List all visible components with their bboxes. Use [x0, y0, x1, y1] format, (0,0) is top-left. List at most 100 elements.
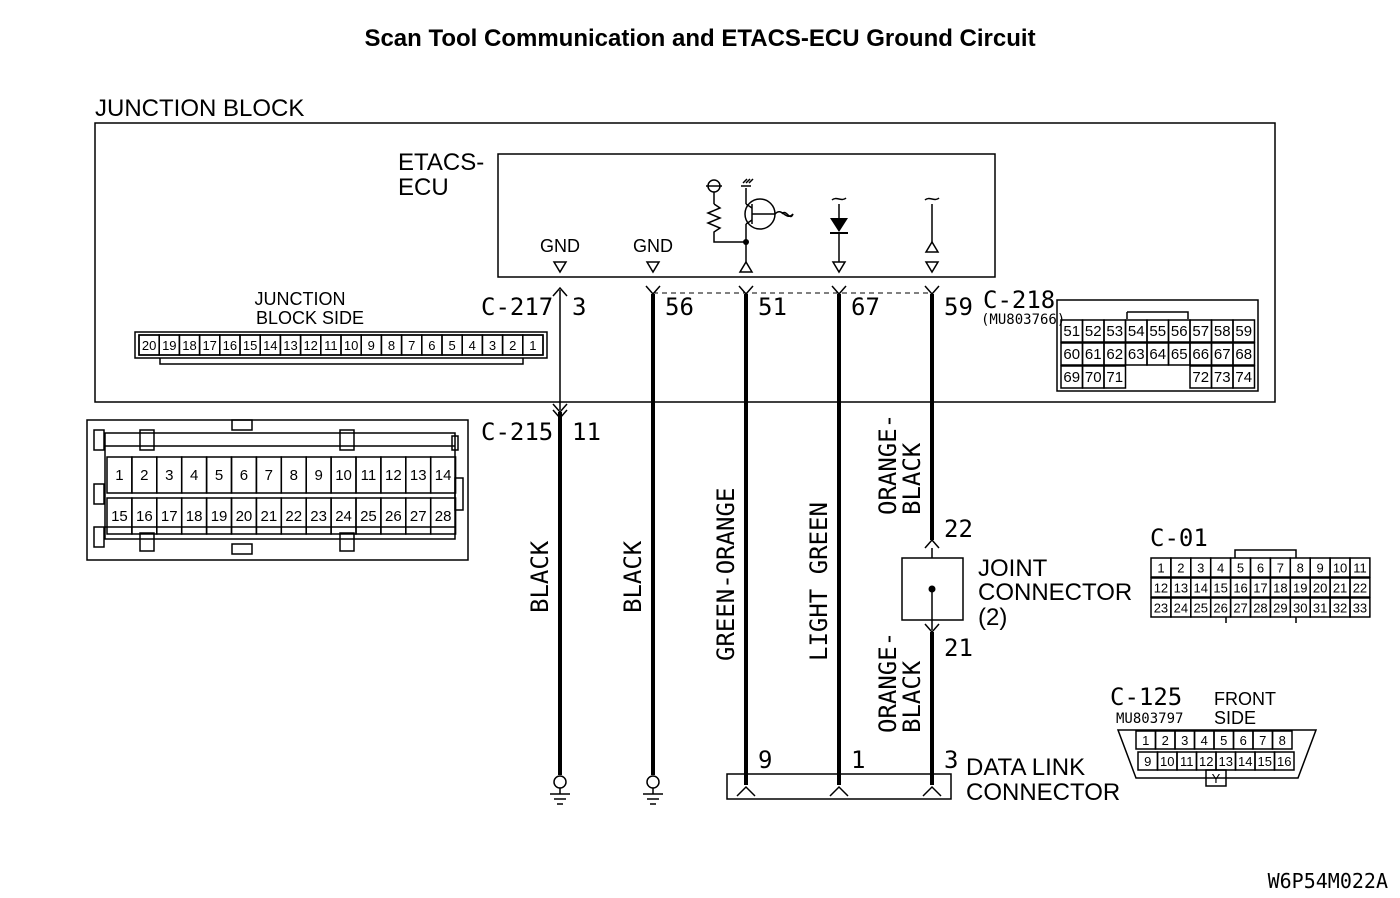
c215-pin-number: 27	[410, 508, 427, 525]
c215-label: C-215	[481, 418, 553, 446]
etacs-ecu-box	[497, 153, 996, 278]
c215-pin-number: 10	[335, 467, 352, 484]
c218-pin-number: 57	[1192, 323, 1209, 340]
c215-pin-number: 14	[435, 467, 452, 484]
c218-pin-number: 70	[1085, 369, 1102, 386]
c218-pin-number: 71	[1106, 369, 1123, 386]
c218-pin-number: 73	[1214, 369, 1231, 386]
c01-pin-number: 19	[1293, 581, 1307, 596]
pin-label-dlc-1: 1	[851, 746, 865, 774]
c01-pin-number: 17	[1253, 581, 1267, 596]
drawing-code: W6P54M022A	[1268, 869, 1388, 893]
c218-pin-number: 59	[1235, 323, 1252, 340]
pin-label-dlc-9: 9	[758, 746, 772, 774]
c01-pin-number: 16	[1233, 581, 1247, 596]
c01-pin-number: 21	[1333, 581, 1347, 596]
c218-pin-number: 53	[1106, 323, 1123, 340]
pin-label-3: 3	[572, 293, 586, 321]
c215-pin-number: 12	[385, 467, 402, 484]
jb-side-label-line2: BLOCK SIDE	[256, 308, 364, 328]
c125-pin-number: 5	[1220, 733, 1227, 748]
c218-pin-number: 60	[1063, 346, 1080, 363]
transistor-symbol	[706, 178, 794, 262]
c217-pin-number: 14	[263, 338, 277, 353]
c215-pin-number: 4	[190, 467, 198, 484]
front-side-label-line2: SIDE	[1214, 708, 1256, 728]
c215-cell	[429, 497, 457, 535]
c218-pin-number: 58	[1214, 323, 1231, 340]
c125-key-label: Y	[1212, 771, 1221, 786]
c218-pin-number: 52	[1085, 323, 1102, 340]
c01-pin-number: 11	[1353, 561, 1367, 576]
c217-pin-number: 1	[529, 338, 536, 353]
joint-connector-label-line2: CONNECTOR	[978, 579, 1132, 606]
c215-pin-number: 9	[314, 467, 322, 484]
c217-pin-number: 18	[182, 338, 196, 353]
data-link-connector-label-line1: DATA LINK	[966, 754, 1085, 781]
c218-pin-number: 67	[1214, 346, 1231, 363]
c215-pin-number: 20	[236, 508, 253, 525]
c218-pin-number: 66	[1192, 346, 1209, 363]
jb-side-label-line1: JUNCTION	[255, 289, 346, 309]
c01-pin-number: 18	[1273, 581, 1287, 596]
c218-pin-number: 72	[1192, 369, 1209, 386]
pin-label-67: 67	[851, 293, 880, 321]
data-link-connector-label-line2: CONNECTOR	[966, 779, 1120, 806]
junction-block-outline	[94, 122, 1276, 403]
c217-pin-number: 5	[448, 338, 455, 353]
c125-pin-number: 15	[1258, 754, 1272, 769]
c218-pin-number: 68	[1235, 346, 1252, 363]
c218-cell	[1232, 342, 1256, 366]
c01-pin-number: 23	[1154, 601, 1168, 616]
c217-pin-number: 16	[223, 338, 237, 353]
c125-pin-number: 14	[1238, 754, 1252, 769]
c218-pin-number: 64	[1149, 346, 1166, 363]
c217-pin-number: 19	[162, 338, 176, 353]
c125-pin-number: 10	[1160, 754, 1174, 769]
c125-pin-number: 9	[1144, 754, 1151, 769]
c215-pin-number: 6	[240, 467, 248, 484]
pin-label-22: 22	[944, 515, 973, 543]
c215-pin-number: 19	[211, 508, 228, 525]
pin-label-11: 11	[572, 418, 601, 446]
c218-pin-number: 63	[1128, 346, 1145, 363]
c01-pin-number: 9	[1317, 561, 1324, 576]
c218-cell	[1232, 365, 1256, 389]
wire-color-label-orange-black-upper-2: BLACK	[898, 442, 926, 515]
c125-pin-number: 3	[1181, 733, 1188, 748]
pin-label-59: 59	[944, 293, 973, 321]
c125-pin-number: 16	[1277, 754, 1291, 769]
c01-pin-number: 27	[1233, 601, 1247, 616]
c125-pin-number: 2	[1162, 733, 1169, 748]
c01-pin-number: 26	[1213, 601, 1227, 616]
c01-pin-number: 29	[1273, 601, 1287, 616]
c218-pin-number: 56	[1171, 323, 1188, 340]
pin-label-51: 51	[758, 293, 787, 321]
c01-pin-number: 5	[1237, 561, 1244, 576]
c215-pin-number: 3	[165, 467, 173, 484]
ecu-label-line2: ECU	[398, 174, 449, 201]
c125-pin-number: 7	[1259, 733, 1266, 748]
c01-pin-number: 25	[1194, 601, 1208, 616]
c01-pin-number: 8	[1297, 561, 1304, 576]
wire-black-1	[550, 286, 570, 805]
c215-pin-number: 25	[360, 508, 377, 525]
pin-label-dlc-3: 3	[944, 746, 958, 774]
gnd-label-2: GND	[633, 236, 673, 256]
c217-pin-number: 8	[388, 338, 395, 353]
c218-pin-number: 65	[1171, 346, 1188, 363]
c215-pin-number: 16	[136, 508, 153, 525]
c01-pin-number: 4	[1217, 561, 1224, 576]
wire-green-orange	[738, 285, 754, 785]
data-link-connector-body	[726, 773, 952, 800]
c215-pin-number: 21	[261, 508, 278, 525]
joint-connector-label-line3: (2)	[978, 604, 1007, 631]
c217-pin-number: 13	[283, 338, 297, 353]
c215-pin-number: 28	[435, 508, 452, 525]
wire-black-2	[643, 285, 663, 805]
c215-pin-number: 1	[115, 467, 123, 484]
